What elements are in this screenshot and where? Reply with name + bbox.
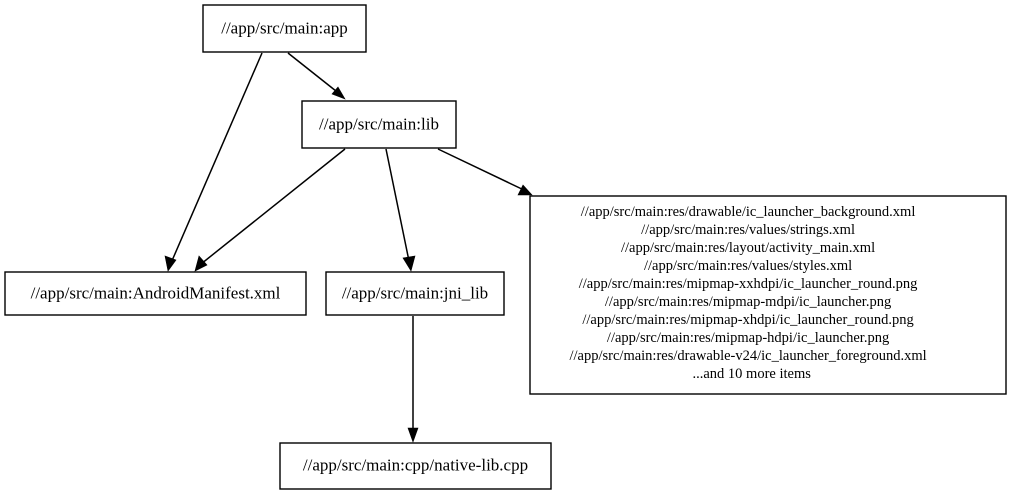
edge-line-lib-to-jni-lib: [385, 148, 410, 262]
edge-lib-to-res-group: [437, 148, 533, 196]
node-jni-lib[interactable]: //app/src/main:jni_lib: [325, 271, 505, 316]
res-line-1: //app/src/main:res/values/strings.xml: [641, 222, 855, 238]
arrowhead-app-to-lib: [331, 86, 346, 100]
node-app[interactable]: //app/src/main:app: [202, 4, 367, 53]
res-line-9: ...and 10 more items: [692, 366, 811, 382]
res-line-5: //app/src/main:res/mipmap-mdpi/ic_launch…: [605, 294, 891, 310]
res-line-2: //app/src/main:res/layout/activity_main.…: [621, 240, 875, 256]
node-android-manifest[interactable]: //app/src/main:AndroidManifest.xml: [4, 271, 307, 316]
arrowhead-lib-to-jni-lib: [402, 255, 416, 272]
graph-edges: [164, 52, 533, 443]
edge-line-lib-to-manifest: [200, 148, 346, 265]
res-line-6: //app/src/main:res/mipmap-xhdpi/ic_launc…: [582, 312, 913, 328]
node-box-res-group[interactable]: [529, 195, 1007, 395]
res-line-8: //app/src/main:res/drawable-v24/ic_launc…: [569, 348, 926, 364]
arrowhead-lib-to-res-group: [517, 184, 533, 196]
node-box-jni-lib[interactable]: [325, 271, 505, 316]
res-line-0: //app/src/main:res/drawable/ic_launcher_…: [581, 204, 916, 220]
edge-lib-to-manifest: [194, 148, 346, 272]
node-label-app: //app/src/main:app: [221, 18, 348, 37]
res-line-3: //app/src/main:res/values/styles.xml: [644, 258, 852, 274]
edge-jni-lib-to-native-cpp: [407, 316, 419, 443]
arrowhead-jni-lib-to-native-cpp: [407, 427, 419, 443]
node-label-android-manifest: //app/src/main:AndroidManifest.xml: [31, 283, 281, 302]
res-line-7: //app/src/main:res/mipmap-hdpi/ic_launch…: [607, 330, 889, 346]
node-native-lib-cpp[interactable]: //app/src/main:cpp/native-lib.cpp: [279, 442, 552, 490]
edge-app-to-lib: [287, 52, 346, 100]
node-box-native-lib-cpp[interactable]: [279, 442, 552, 490]
edge-line-lib-to-res-group: [437, 148, 527, 192]
edge-line-app-to-manifest: [170, 52, 263, 264]
res-line-4: //app/src/main:res/mipmap-xxhdpi/ic_laun…: [579, 276, 918, 292]
edge-app-to-manifest: [164, 52, 263, 272]
node-label-jni-lib: //app/src/main:jni_lib: [342, 283, 488, 302]
edge-line-app-to-lib: [287, 52, 342, 96]
node-res-group[interactable]: //app/src/main:res/drawable/ic_launcher_…: [529, 195, 1007, 395]
node-label-lib: //app/src/main:lib: [319, 114, 439, 133]
node-box-lib[interactable]: [301, 100, 457, 149]
arrowhead-lib-to-manifest: [194, 255, 208, 272]
graph-nodes: //app/src/main:app //app/src/main:lib //…: [4, 4, 1007, 490]
node-box-app[interactable]: [202, 4, 367, 53]
node-lib[interactable]: //app/src/main:lib: [301, 100, 457, 149]
node-label-res-group: //app/src/main:res/drawable/ic_launcher_…: [569, 204, 966, 382]
edge-lib-to-jni-lib: [385, 148, 416, 272]
node-label-native-lib-cpp: //app/src/main:cpp/native-lib.cpp: [303, 455, 528, 474]
arrowhead-app-to-manifest: [164, 255, 177, 272]
node-box-android-manifest[interactable]: [4, 271, 307, 316]
